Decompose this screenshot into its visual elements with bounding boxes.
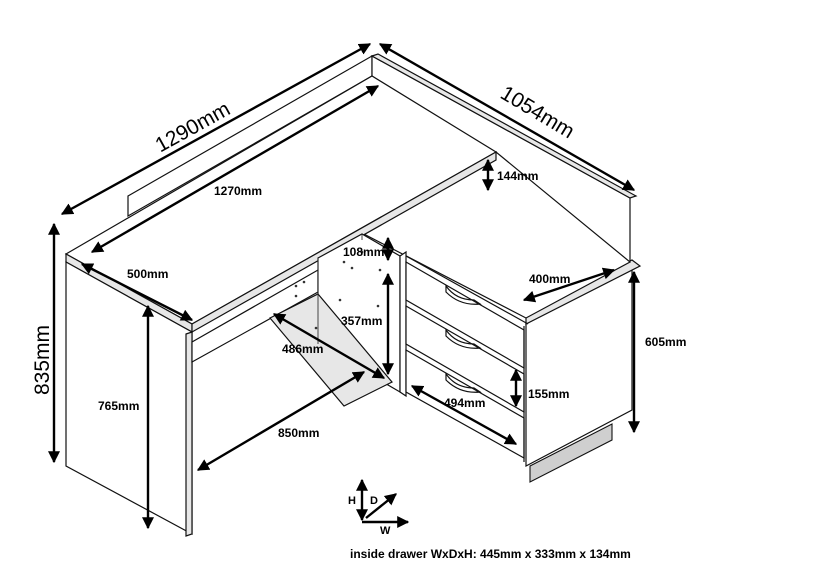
handle-middle — [445, 328, 482, 349]
handle-top — [445, 284, 482, 305]
label-shelf-gap: 108mm — [343, 245, 384, 259]
axis-label-h: H — [348, 495, 356, 507]
label-return-height: 605mm — [645, 335, 686, 349]
label-total-height: 835mm — [31, 325, 54, 395]
label-knee-width: 850mm — [278, 426, 319, 440]
label-return-depth: 400mm — [529, 272, 570, 286]
axis-label-d: D — [370, 495, 378, 507]
label-desk-depth: 500mm — [127, 267, 168, 281]
axis-legend: H D W — [348, 478, 410, 537]
drawer-caption: inside drawer WxDxH: 445mm x 333mm x 134… — [350, 547, 631, 561]
label-drawer-depth: 494mm — [444, 396, 485, 410]
label-cabinet-opening: 357mm — [341, 314, 382, 328]
dimension-lines — [48, 42, 640, 530]
label-top-width: 1270mm — [214, 184, 262, 198]
label-drawer-height: 155mm — [528, 387, 569, 401]
label-leg-height: 765mm — [98, 399, 139, 413]
left-leg-edge — [185, 331, 193, 537]
label-inner-depth: 486mm — [282, 342, 323, 356]
axis-label-w: W — [380, 525, 391, 537]
cabinet-divider — [399, 250, 407, 398]
label-back-panel-height: 144mm — [497, 169, 538, 183]
return-plinth — [529, 423, 613, 483]
